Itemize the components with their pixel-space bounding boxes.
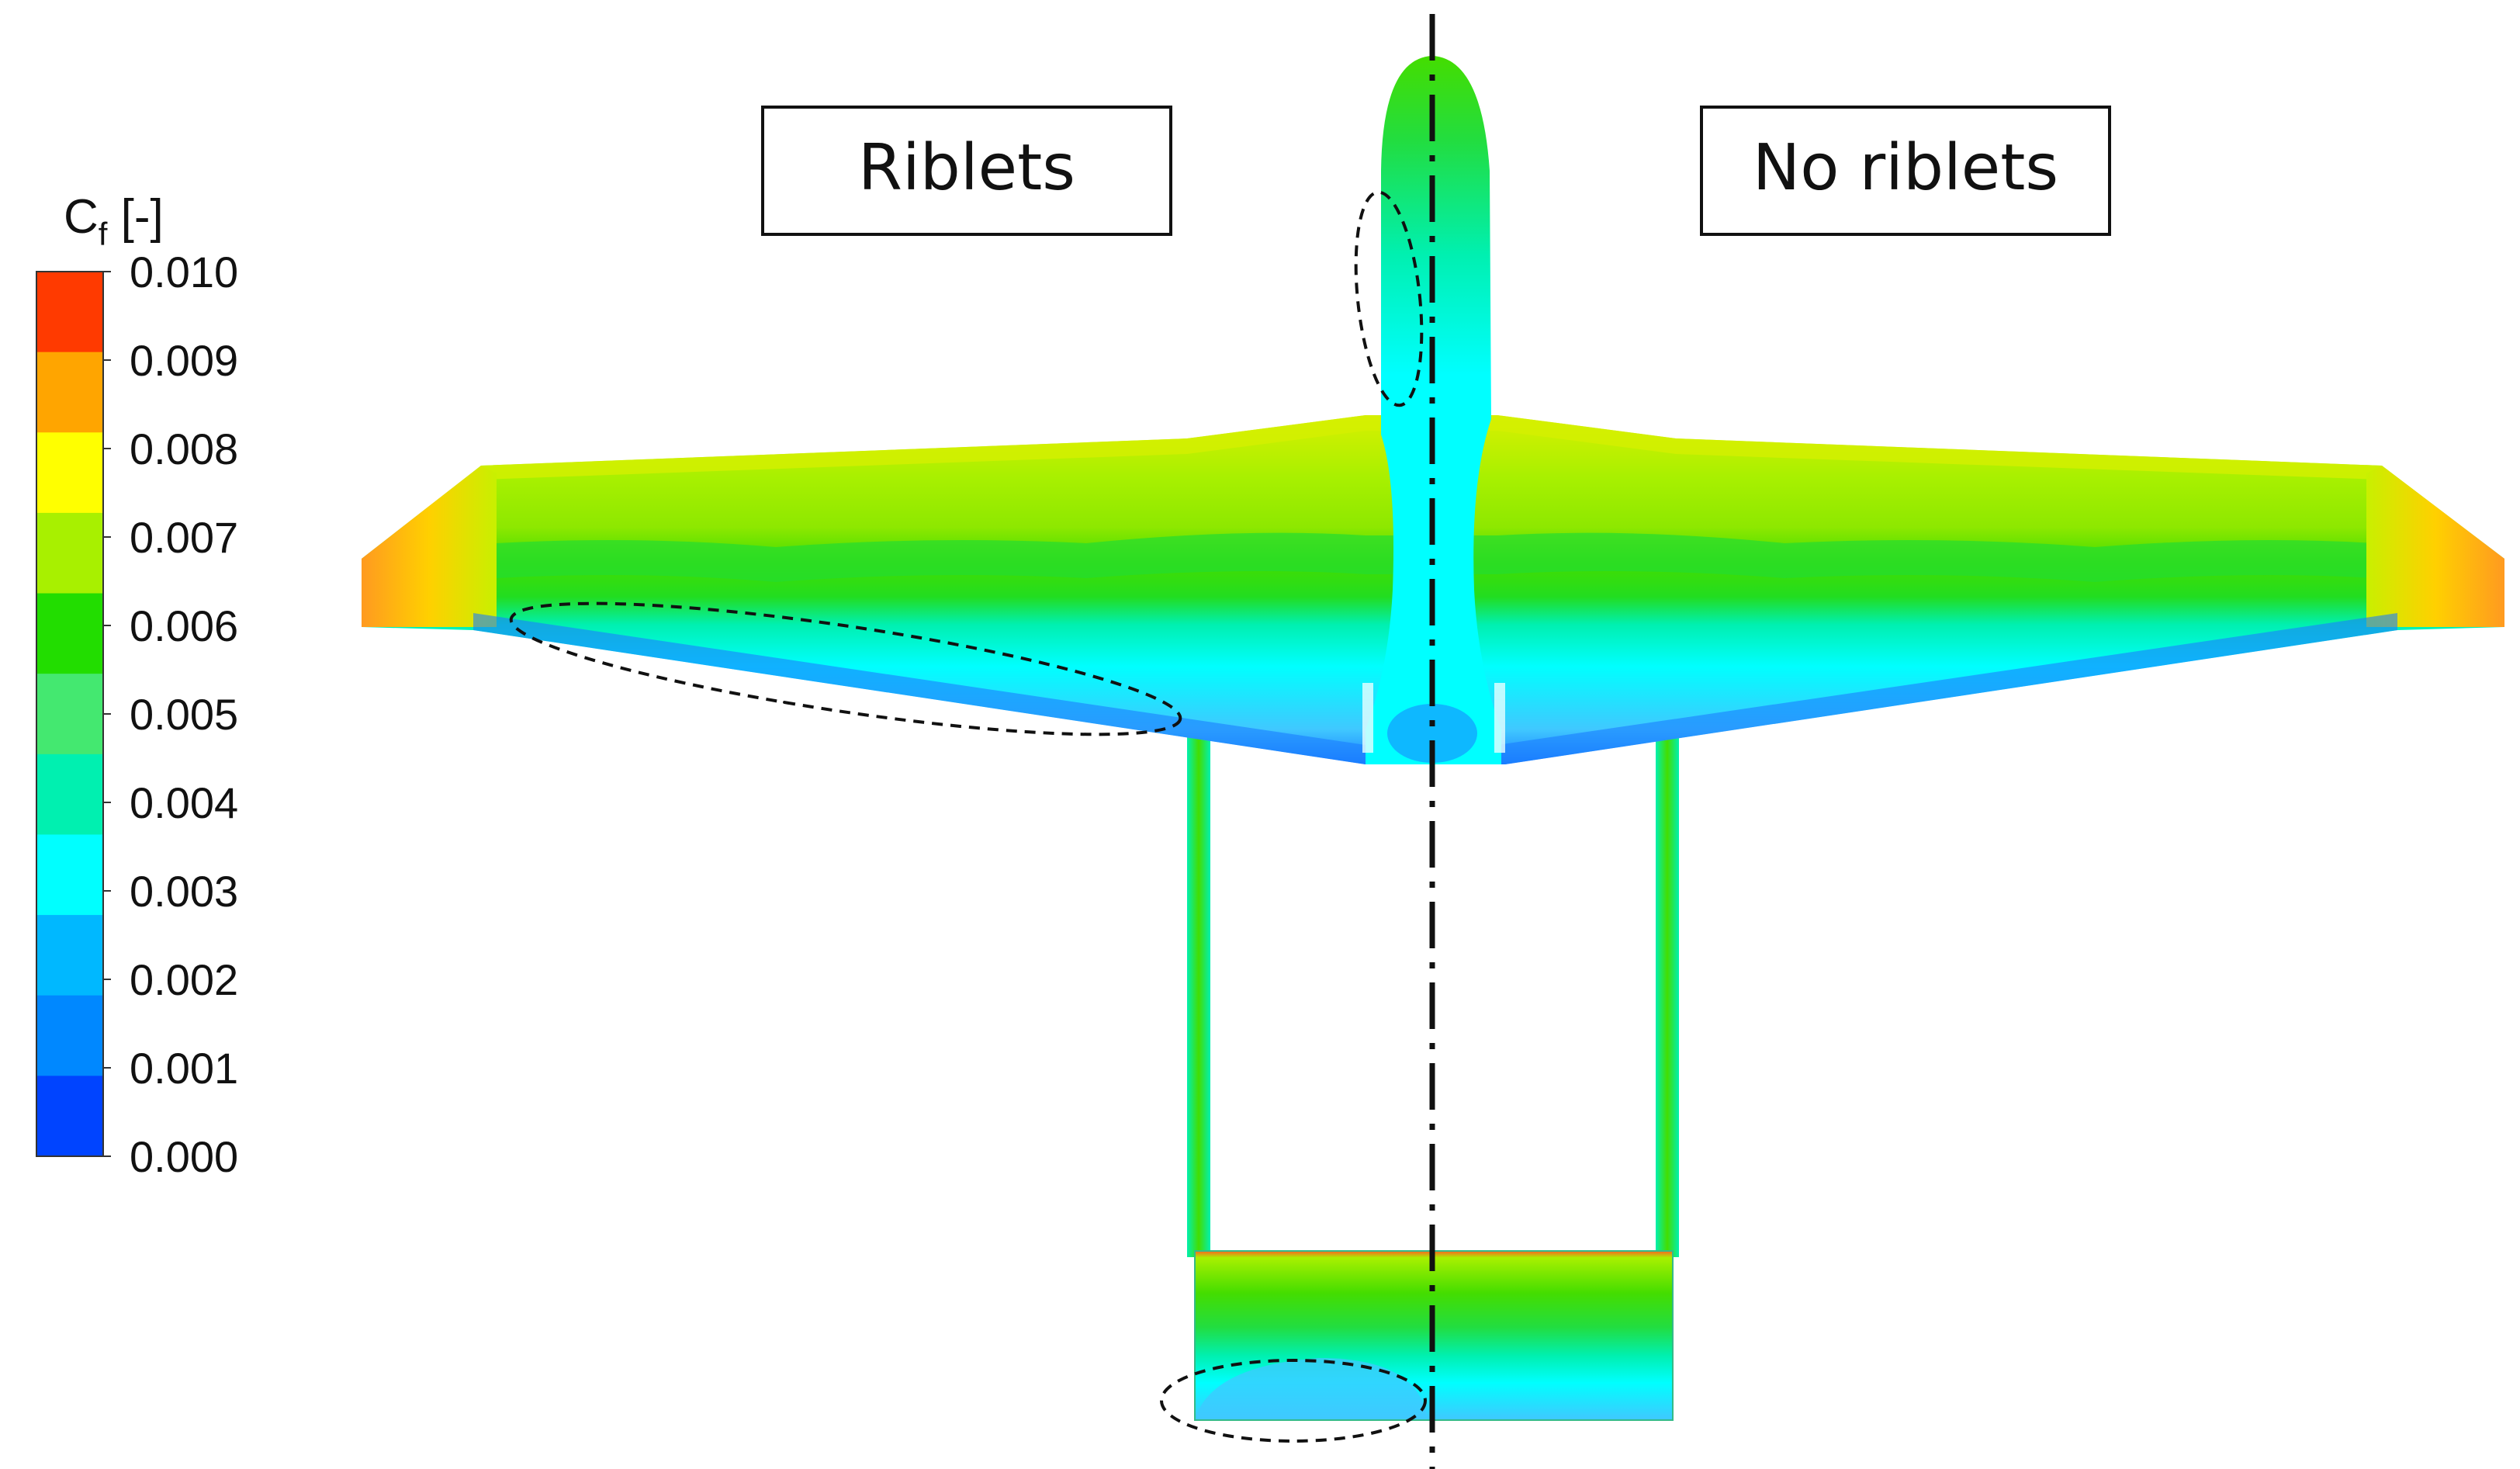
- colorbar: Cf [-] 0.0100.0090.0080.0070.0060.0050.0…: [36, 190, 238, 1181]
- riblets-label: Riblets: [858, 131, 1075, 205]
- colorbar-swatch: [36, 272, 103, 353]
- colorbar-tick-label: 0.002: [130, 955, 238, 1004]
- colorbar-swatch: [36, 512, 103, 594]
- wing-trailing-edge-dashed-ellipse: [509, 601, 1182, 736]
- colorbar-tick-label: 0.009: [130, 336, 238, 385]
- colorbar-tick-label: 0.003: [130, 867, 238, 916]
- colorbar-swatch: [36, 674, 103, 755]
- colorbar-swatch: [36, 1076, 103, 1157]
- right-tail-boom: [1656, 698, 1679, 1257]
- colorbar-swatch: [36, 995, 103, 1076]
- aircraft-model: [362, 14, 2504, 1469]
- colorbar-title-main: C: [64, 190, 99, 244]
- colorbar-ticks: 0.010 0.009 0.008 0.007 0.006 0.005 0.004 0.003…: [103, 248, 238, 1181]
- colorbar-tick-label: 0.001: [130, 1044, 238, 1093]
- colorbar-swatch: [36, 593, 103, 674]
- colorbar-tick-label: 0.005: [130, 690, 238, 739]
- no-riblets-label: No riblets: [1753, 131, 2058, 205]
- colorbar-title: Cf [-]: [64, 190, 164, 252]
- colorbar-tick-label: 0.006: [130, 601, 238, 650]
- colorbar-tick-label: 0.004: [130, 778, 238, 827]
- colorbar-swatch: [36, 432, 103, 514]
- colorbar-swatch: [36, 754, 103, 835]
- no-riblets-label-box: No riblets: [1700, 106, 2111, 236]
- left-tail-boom: [1187, 698, 1210, 1257]
- colorbar-swatch: [36, 915, 103, 996]
- colorbar-tick-label: 0.008: [130, 424, 238, 473]
- riblets-label-box: Riblets: [761, 106, 1172, 236]
- colorbar-swatch: [36, 834, 103, 916]
- colorbar-tick-label: 0.010: [130, 248, 238, 296]
- colorbar-swatches: [36, 271, 104, 1157]
- tail-dashed-ellipse: [1160, 1359, 1427, 1443]
- colorbar-swatch: [36, 352, 103, 433]
- colorbar-tick-label: 0.007: [130, 513, 238, 562]
- nose-dashed-ellipse: [1354, 190, 1424, 407]
- colorbar-title-sub: f: [99, 216, 108, 252]
- colorbar-title-unit: [-]: [107, 190, 163, 244]
- fuselage: [1362, 56, 1505, 764]
- colorbar-tick-label: 0.000: [130, 1132, 238, 1181]
